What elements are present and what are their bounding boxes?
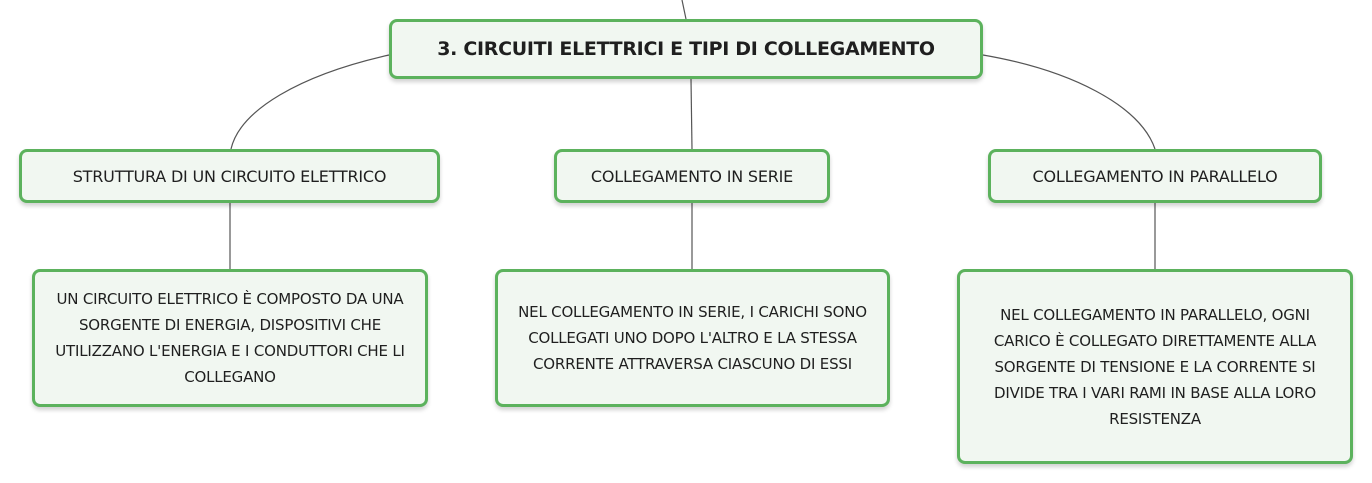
topic-node-series-connection[interactable]: COLLEGAMENTO IN SERIE (554, 149, 830, 203)
detail-text-series-connection: NEL COLLEGAMENTO IN SERIE, I CARICHI SON… (518, 303, 867, 373)
topic-node-parallel-connection[interactable]: COLLEGAMENTO IN PARALLELO (988, 149, 1322, 203)
root-topic-label: 3. CIRCUITI ELETTRICI E TIPI DI COLLEGAM… (437, 38, 935, 60)
detail-node-series-connection[interactable]: NEL COLLEGAMENTO IN SERIE, I CARICHI SON… (495, 269, 890, 407)
connector-root-to-series (690, 78, 693, 150)
detail-node-circuit-structure[interactable]: UN CIRCUITO ELETTRICO È COMPOSTO DA UNA … (32, 269, 428, 407)
topic-label-series-connection: COLLEGAMENTO IN SERIE (590, 166, 794, 186)
connector-parent-to-root (681, 0, 687, 20)
detail-node-parallel-connection[interactable]: NEL COLLEGAMENTO IN PARALLELO, OGNI CARI… (957, 269, 1353, 464)
topic-label-circuit-structure: STRUTTURA DI UN CIRCUITO ELETTRICO (72, 166, 387, 186)
connector-root-to-structure (230, 54, 390, 150)
connector-root-to-parallel (982, 54, 1156, 150)
topic-label-parallel-connection: COLLEGAMENTO IN PARALLELO (1032, 166, 1278, 186)
detail-text-circuit-structure: UN CIRCUITO ELETTRICO È COMPOSTO DA UNA … (55, 290, 405, 386)
detail-text-parallel-connection: NEL COLLEGAMENTO IN PARALLELO, OGNI CARI… (993, 305, 1317, 428)
root-topic-node[interactable]: 3. CIRCUITI ELETTRICI E TIPI DI COLLEGAM… (389, 19, 983, 79)
topic-node-circuit-structure[interactable]: STRUTTURA DI UN CIRCUITO ELETTRICO (19, 149, 440, 203)
